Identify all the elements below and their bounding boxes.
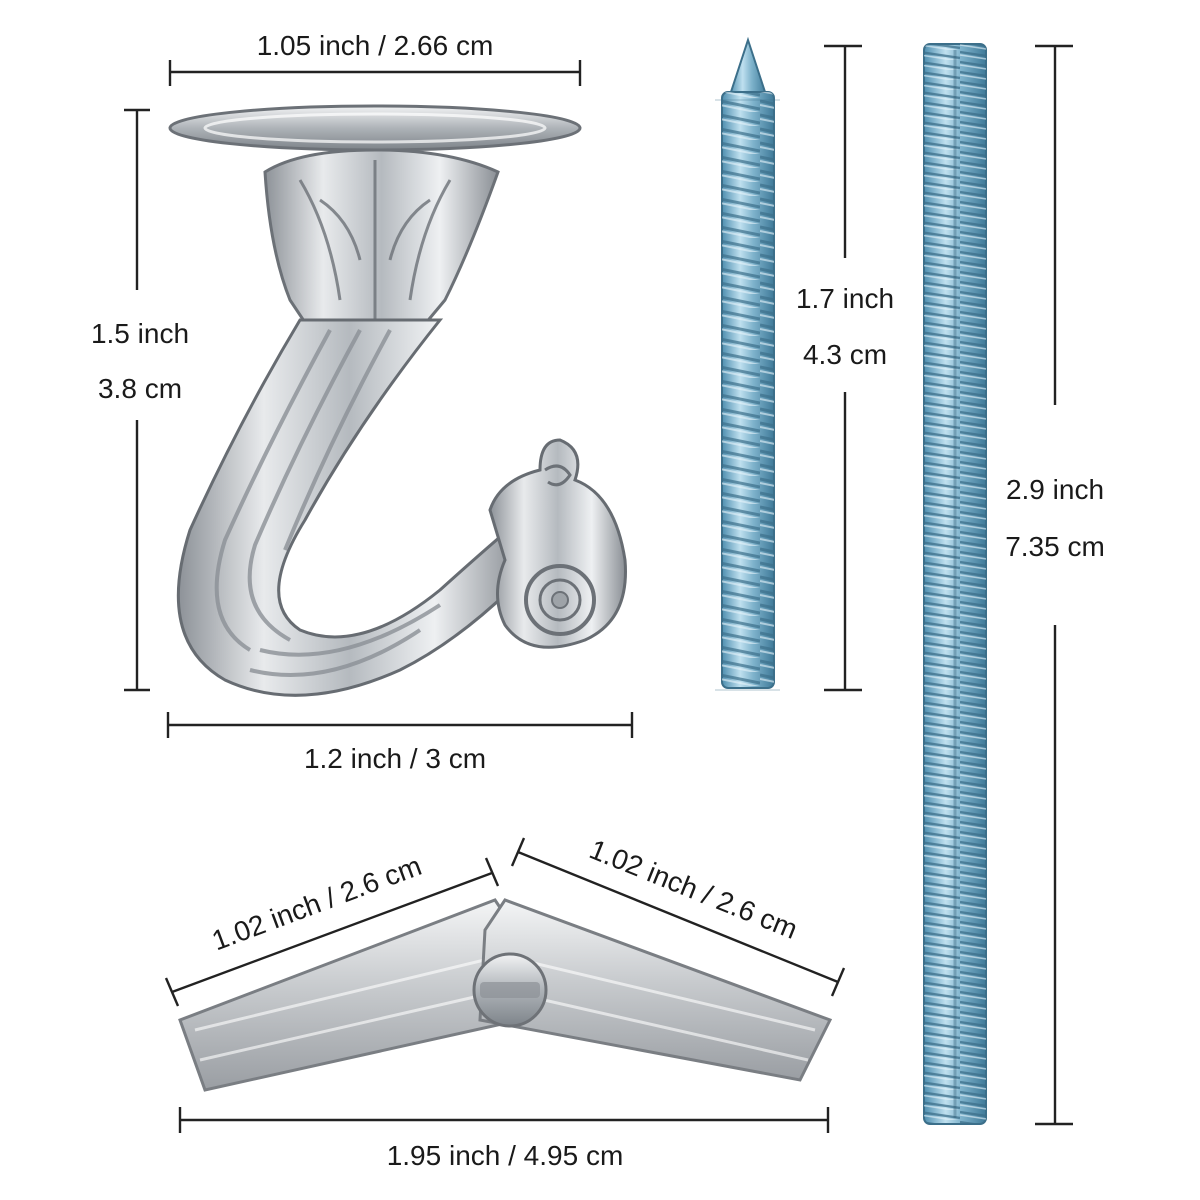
long-bolt-dimension: 2.9 inch 7.35 cm [1005, 44, 1105, 1126]
short-screw-dimension: 1.7 inch 4.3 cm [796, 44, 894, 692]
hook-height-cm-label: 3.8 cm [98, 373, 182, 404]
hook-top-dimension: 1.05 inch / 2.66 cm [168, 30, 582, 86]
hook-top-width-label: 1.05 inch / 2.66 cm [257, 30, 494, 61]
anchor-right-wing-label: 1.02 inch / 2.6 cm [585, 833, 802, 945]
short-screw-cm-label: 4.3 cm [803, 339, 887, 370]
short-screw-inch-label: 1.7 inch [796, 283, 894, 314]
anchor-total-dimension: 1.95 inch / 4.95 cm [178, 1107, 830, 1171]
hook-bottom-width-label: 1.2 inch / 3 cm [304, 743, 486, 774]
long-bolt-cm-label: 7.35 cm [1005, 531, 1105, 562]
hook-curved-arm [176, 318, 522, 697]
hook-neck-ornament [263, 148, 500, 332]
hook-height-dimension: 1.5 inch 3.8 cm [91, 108, 189, 692]
ceiling-hook [168, 104, 627, 697]
hook-scroll-tip [488, 438, 627, 649]
short-lag-screw [715, 36, 780, 691]
long-threaded-bolt [923, 43, 987, 1125]
hook-bottom-dimension: 1.2 inch / 3 cm [166, 712, 634, 774]
long-bolt-inch-label: 2.9 inch [1006, 474, 1104, 505]
toggle-wing-anchor [178, 898, 833, 1092]
anchor-total-width-label: 1.95 inch / 4.95 cm [387, 1140, 624, 1171]
hook-height-inch-label: 1.5 inch [91, 318, 189, 349]
anchor-right-wing [478, 898, 833, 1082]
